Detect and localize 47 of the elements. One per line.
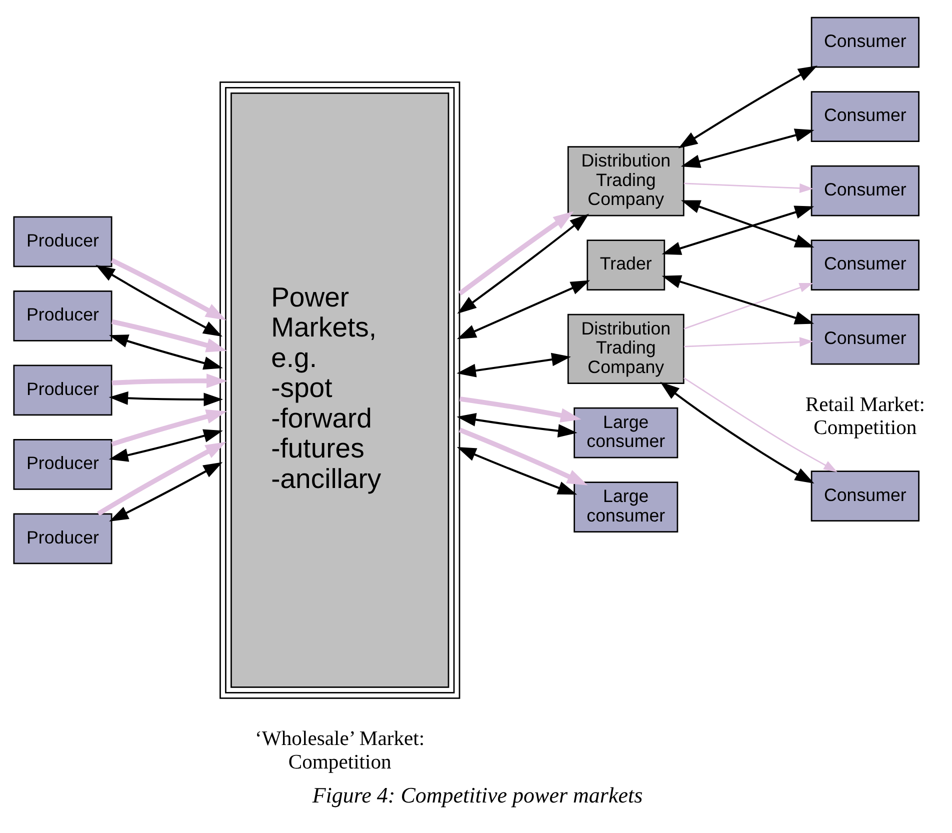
arrow	[96, 264, 222, 336]
node-box: Consumer	[810, 164, 920, 216]
arrow	[456, 412, 578, 438]
arrow	[458, 210, 574, 295]
node-box: Producer	[13, 512, 112, 564]
node-box: Distribution Trading Company	[567, 313, 684, 384]
label: Retail Market: Competition	[805, 393, 925, 439]
arrow	[662, 274, 814, 324]
node-box: Producer	[13, 364, 112, 416]
arrow	[456, 446, 578, 494]
arrow	[109, 462, 223, 521]
node-box: Consumer	[810, 239, 920, 290]
arrow	[108, 334, 223, 370]
node-box: Consumer	[810, 313, 920, 364]
arrow	[458, 427, 588, 485]
node-box: Producer	[13, 290, 112, 341]
arrow	[680, 128, 814, 168]
arrow	[456, 280, 590, 339]
arrow	[660, 381, 814, 484]
arrow	[112, 373, 228, 388]
arrow	[662, 205, 814, 254]
node-box: Trader	[586, 239, 666, 290]
node-box: Consumer	[810, 90, 920, 142]
node-box: Consumer	[810, 470, 920, 522]
arrow	[111, 409, 227, 446]
node-box: Consumer	[810, 16, 920, 68]
label: ‘Wholesale’ Market: Competition	[255, 727, 425, 773]
node-box: Large consumer	[574, 481, 678, 532]
arrow	[684, 282, 814, 329]
arrow	[684, 336, 814, 347]
arrow	[108, 390, 224, 406]
caption: Figure 4: Competitive power markets	[312, 782, 643, 807]
node-box: Large consumer	[574, 406, 678, 458]
arrow	[684, 182, 814, 192]
arrow	[110, 258, 226, 320]
arrow	[678, 65, 818, 148]
arrow	[111, 318, 227, 352]
arrow	[456, 352, 571, 377]
arrow	[684, 376, 838, 472]
node-box: Power Markets, e.g. -spot -forward -futures -ancillary	[220, 80, 460, 698]
arrow	[457, 213, 589, 314]
node-box: Producer	[13, 438, 112, 490]
node-box: Producer	[13, 216, 112, 267]
arrow	[680, 200, 814, 247]
node-box: Distribution Trading Company	[567, 146, 684, 216]
arrow	[459, 396, 582, 422]
arrow	[108, 428, 223, 462]
